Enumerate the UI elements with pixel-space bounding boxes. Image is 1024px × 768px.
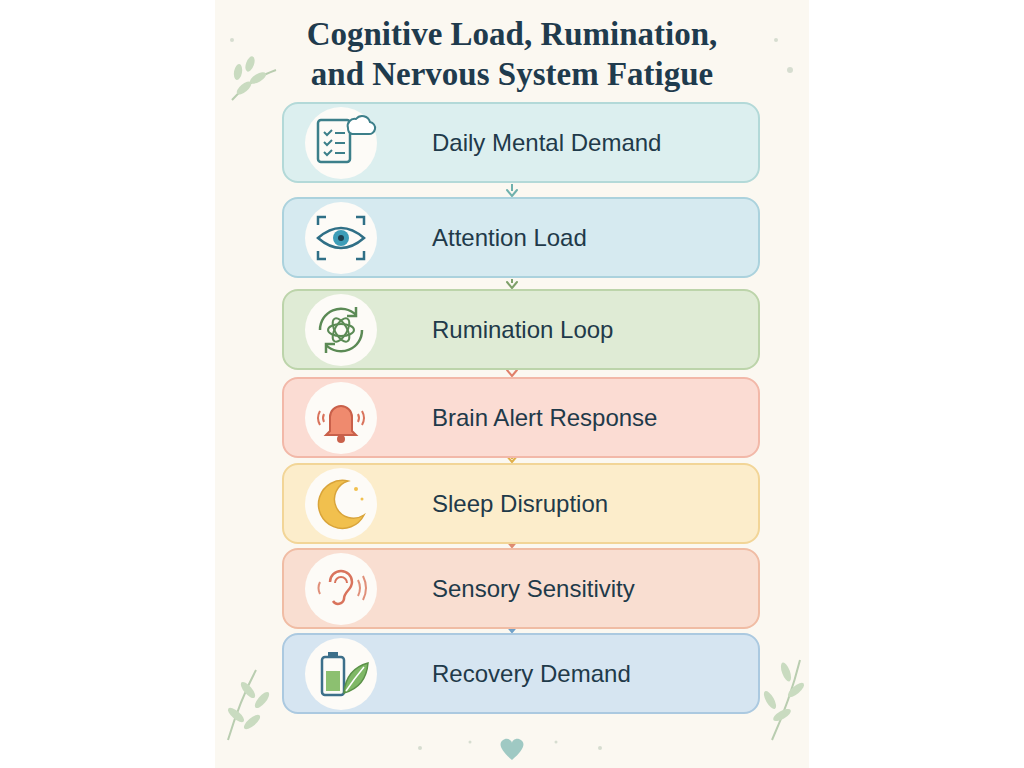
step-label: Sleep Disruption [432,490,608,518]
process-box: Rumination Loop [282,289,760,370]
step-label: Brain Alert Response [432,404,657,432]
step-icon [304,381,378,455]
dots [230,38,793,750]
step-icon [304,637,378,711]
panel-ground [215,0,809,768]
heart [501,739,524,760]
step-label: Attention Load [432,224,587,252]
process-box: Sleep Disruption [282,463,760,544]
step-icon [304,201,378,275]
flow-arrow [507,279,517,288]
leaf-sprig [228,70,800,740]
step-icon [304,467,378,541]
process-box: Recovery Demand [282,633,760,714]
flow-arrow [507,184,517,196]
step-icon [304,552,378,626]
step-label: Recovery Demand [432,660,631,688]
process-box: Daily Mental Demand [282,102,760,183]
process-box: Attention Load [282,197,760,278]
step-label: Rumination Loop [432,316,613,344]
step-icon [304,293,378,367]
process-box: Sensory Sensitivity [282,548,760,629]
step-label: Sensory Sensitivity [432,575,635,603]
step-label: Daily Mental Demand [432,129,661,157]
diagram-title: Cognitive Load, Rumination, and Nervous … [277,14,747,94]
leaves [226,55,806,731]
process-box: Brain Alert Response [282,377,760,458]
flow-arrow [507,370,517,376]
step-icon [304,106,378,180]
